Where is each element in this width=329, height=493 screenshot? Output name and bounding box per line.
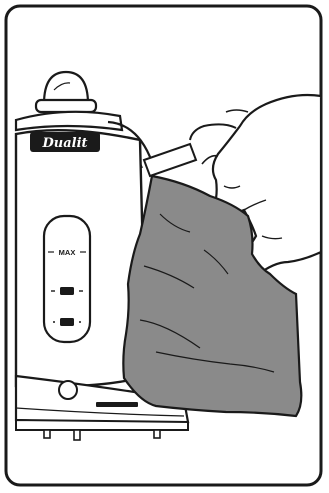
illustration-canvas: Dualit MAX [4, 4, 323, 487]
water-window-icon: MAX [44, 216, 90, 342]
brand-badge: Dualit [30, 132, 100, 152]
min-level-marker [60, 318, 74, 326]
mid-level-marker [60, 287, 74, 295]
max-level-label: MAX [59, 248, 76, 257]
power-button-icon [59, 381, 77, 399]
instruction-illustration: Dualit MAX [4, 4, 323, 487]
brand-label: Dualit [41, 136, 87, 151]
